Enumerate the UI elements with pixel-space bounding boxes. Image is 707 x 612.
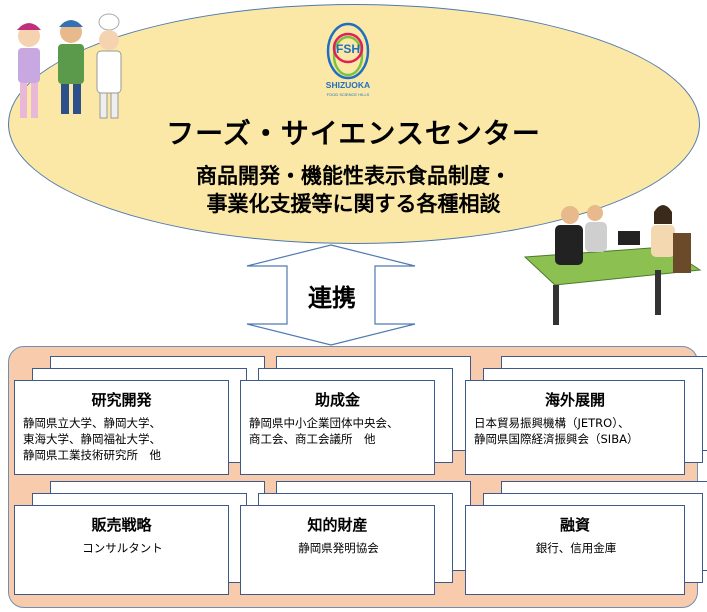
card-body: 静岡県立大学、静岡大学、 東海大学、静岡福祉大学、 静岡県工業技術研究所 他 (23, 416, 161, 462)
card-overseas-expansion: 海外展開日本貿易振興機構（JETRO）、 静岡県国際経済振興会（SIBA） (465, 380, 685, 475)
subtitle-line-2: 事業化支援等に関する各種相談 (206, 192, 501, 216)
card-research-development: 研究開発静岡県立大学、静岡大学、 東海大学、静岡福祉大学、 静岡県工業技術研究所… (14, 380, 229, 475)
worker-woman-icon (17, 23, 41, 118)
card-title: 融資 (559, 516, 590, 534)
businessman-icon (585, 205, 607, 252)
card-body: コンサルタント (82, 541, 163, 555)
worker-man-icon (58, 20, 84, 114)
subtitle-line-1: 商品開発・機能性表示食品制度・ (196, 164, 511, 188)
chef-icon (96, 13, 122, 119)
card-sales-strategy: 販売戦略コンサルタント (14, 505, 229, 595)
businessman-icon (555, 206, 583, 265)
card-title: 助成金 (314, 391, 360, 409)
workers-illustration (17, 13, 122, 119)
card-body: 静岡県中小企業団体中央会、 商工会、商工会議所 他 (249, 416, 399, 446)
card-title: 海外展開 (544, 391, 605, 409)
svg-text:FOOD SCIENCE HILLS: FOOD SCIENCE HILLS (327, 92, 370, 97)
card-body: 銀行、信用金庫 (535, 541, 617, 555)
card-body: 静岡県発明協会 (298, 541, 379, 555)
fsc-ellipse (8, 4, 700, 244)
card-title: 知的財産 (307, 516, 368, 534)
businesswoman-icon (651, 205, 691, 273)
card-subsidy: 助成金静岡県中小企業団体中央会、 商工会、商工会議所 他 (240, 380, 435, 475)
center-title: フーズ・サイエンスセンター (166, 117, 541, 150)
card-body: 日本貿易振興機構（JETRO）、 静岡県国際経済振興会（SIBA） (474, 416, 639, 446)
fsh-logo: FSH SHIZUOKA FOOD SCIENCE HILLS (326, 22, 370, 97)
svg-text:SHIZUOKA: SHIZUOKA (326, 80, 370, 90)
double-arrow-icon (246, 244, 416, 346)
meeting-illustration (523, 205, 702, 325)
link-label: 連携 (308, 284, 356, 312)
card-title: 販売戦略 (91, 516, 152, 534)
card-financing: 融資銀行、信用金庫 (465, 505, 685, 595)
svg-text:FSH: FSH (336, 42, 360, 56)
card-title: 研究開発 (91, 391, 152, 409)
monitor-icon (618, 231, 640, 245)
card-intellectual-property: 知的財産静岡県発明協会 (240, 505, 435, 595)
